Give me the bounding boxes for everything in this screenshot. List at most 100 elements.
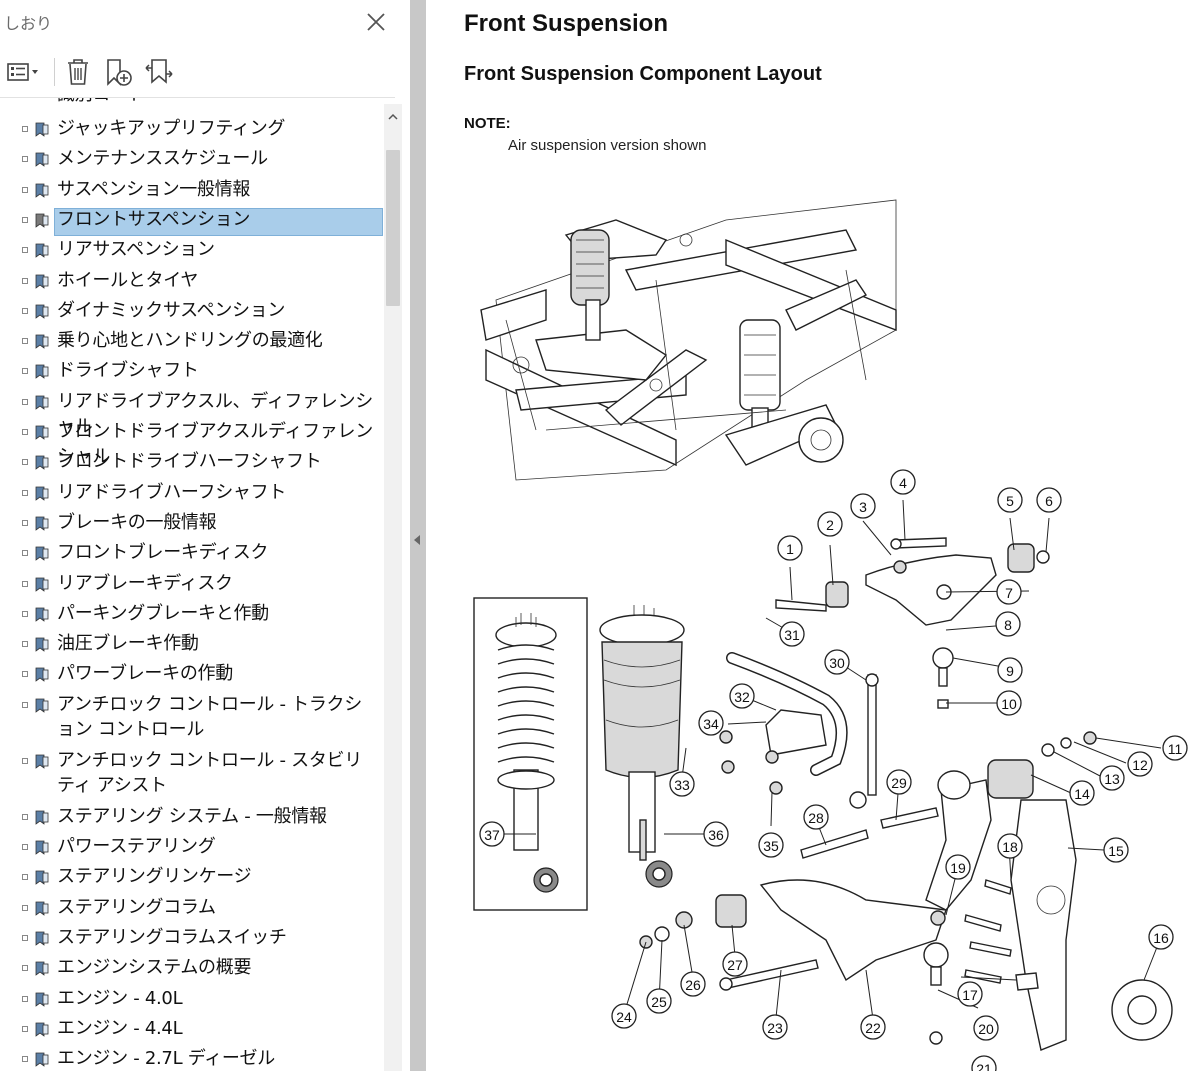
callout-number: 4 (899, 475, 907, 491)
tree-node-dot-icon (22, 398, 28, 405)
tree-node-dot-icon (22, 429, 28, 435)
bookmark-icon (35, 1052, 49, 1067)
tree-node-dot-icon (22, 580, 28, 587)
callout-8: 8 (995, 611, 1021, 637)
bookmarks-scrollbar[interactable] (384, 104, 402, 1071)
find-bookmark-button[interactable] (142, 54, 178, 90)
bookmark-label: エンジン - 4.0L (57, 987, 183, 1009)
bookmark-label: ステアリング システム - 一般情報 (57, 805, 327, 827)
callout-37: 37 (479, 821, 505, 847)
bookmarks-panel: しおり (0, 0, 410, 1071)
bookmark-icon (35, 931, 49, 946)
trash-icon (68, 59, 88, 85)
bookmark-label: 油圧ブレーキ作動 (57, 633, 199, 655)
panel-splitter[interactable] (410, 0, 426, 1071)
tree-node-dot-icon (22, 1025, 28, 1032)
bookmark-icon (35, 213, 49, 228)
callout-number: 27 (727, 957, 743, 973)
callout-number: 34 (703, 716, 719, 732)
callout-number: 8 (1004, 617, 1012, 633)
chevron-up-icon (388, 113, 398, 120)
callout-35: 35 (758, 832, 784, 858)
callout-leader-lines (492, 499, 1162, 1028)
callout-number: 37 (484, 827, 500, 843)
find-current-bookmark-icon (145, 59, 173, 84)
tree-node-dot-icon (22, 368, 28, 375)
bookmark-label: パワーステアリング (57, 836, 216, 857)
bookmark-label: フロントドライブアクスルディファレンシャル (57, 421, 373, 467)
page-title: Front Suspension (464, 10, 668, 37)
bookmark-label: ステアリングコラムスイッチ (57, 926, 287, 948)
callout-number: 24 (616, 1009, 632, 1025)
subframe-overview-illustration (480, 199, 897, 481)
scrollbar-thumb[interactable] (386, 150, 400, 306)
callout-number: 26 (685, 977, 701, 993)
delete-bookmark-button[interactable] (62, 54, 94, 90)
bookmark-label: リアドライブハーフシャフト (57, 481, 287, 503)
tree-node-dot-icon (22, 995, 28, 1002)
callout-number: 23 (767, 1020, 783, 1036)
tree-node-dot-icon (22, 1056, 28, 1063)
bookmark-label: アンチロック コントロール - トラクション コントロール (57, 693, 362, 740)
bookmark-label: エンジンシステムの概要 (57, 957, 252, 979)
bookmark-icon (35, 243, 49, 258)
callout-number: 7 (1005, 585, 1013, 601)
bookmark-options-icon (7, 63, 38, 81)
bookmark-label: リアブレーキディスク (57, 572, 233, 594)
scroll-up-button[interactable] (384, 108, 402, 126)
callout-number: 36 (708, 827, 724, 843)
bookmark-icon (35, 183, 49, 198)
bookmark-label: フロントドライブハーフシャフト (57, 451, 322, 473)
bookmark-icon (35, 334, 49, 349)
callout-number: 33 (674, 777, 690, 793)
bookmark-label: ホイールとタイヤ (57, 269, 199, 291)
callout-number: 21 (976, 1061, 992, 1071)
close-panel-button[interactable] (362, 8, 390, 36)
knuckle-hub-illustration (964, 799, 1173, 1051)
tree-node-dot-icon (22, 459, 28, 466)
bookmark-label: ブレーキの一般情報 (57, 511, 217, 533)
callout-number: 19 (950, 860, 966, 876)
document-view: Front Suspension Front Suspension Compon… (426, 0, 1200, 1071)
new-bookmark-button[interactable] (102, 54, 136, 90)
callout-number: 29 (891, 775, 907, 791)
callout-4: 4 (890, 469, 916, 495)
bookmarks-toolbar (0, 48, 410, 96)
suspension-diagram: 1234567891011121314151617181920212223242… (473, 199, 1188, 1071)
callout-number: 25 (651, 994, 667, 1010)
callout-14: 14 (1069, 780, 1095, 806)
bookmark-label: 識別コード (57, 98, 379, 107)
callout-number: 16 (1153, 930, 1169, 946)
callout-number: 10 (1001, 696, 1017, 712)
callout-11: 11 (1162, 735, 1188, 761)
callout-number: 28 (808, 810, 824, 826)
bookmark-label: パーキングブレーキと作動 (57, 602, 269, 624)
callout-5: 5 (997, 487, 1023, 513)
callout-2: 2 (817, 511, 843, 537)
callout-number: 12 (1132, 757, 1148, 773)
bookmark-icon (35, 395, 49, 410)
bookmark-options-button[interactable] (4, 54, 44, 90)
bookmark-label: パワーブレーキの作動 (57, 663, 233, 685)
collapse-arrow-icon (414, 535, 420, 545)
bookmark-label: サスペンション一般情報 (57, 178, 251, 200)
bookmark-icon (35, 455, 49, 471)
bookmark-icon (35, 304, 49, 319)
bookmark-icon (35, 546, 49, 561)
callout-12: 12 (1127, 751, 1153, 777)
bookmark-icon (35, 364, 49, 380)
callout-number: 3 (859, 499, 867, 515)
bookmark-label: フロントサスペンション (57, 208, 251, 230)
selection-highlight (54, 207, 383, 236)
callout-number: 14 (1074, 786, 1090, 802)
bookmark-label: ドライブシャフト (57, 360, 199, 382)
callout-26: 26 (680, 971, 706, 997)
callout-31: 31 (779, 621, 805, 647)
bookmark-icon (35, 425, 49, 440)
bookmark-label: フロントブレーキディスク (57, 542, 269, 564)
bookmark-icon (35, 516, 49, 531)
callout-3: 3 (850, 493, 876, 519)
callout-number: 18 (1002, 839, 1018, 855)
callout-19: 19 (945, 854, 971, 880)
callout-number: 20 (978, 1021, 994, 1037)
